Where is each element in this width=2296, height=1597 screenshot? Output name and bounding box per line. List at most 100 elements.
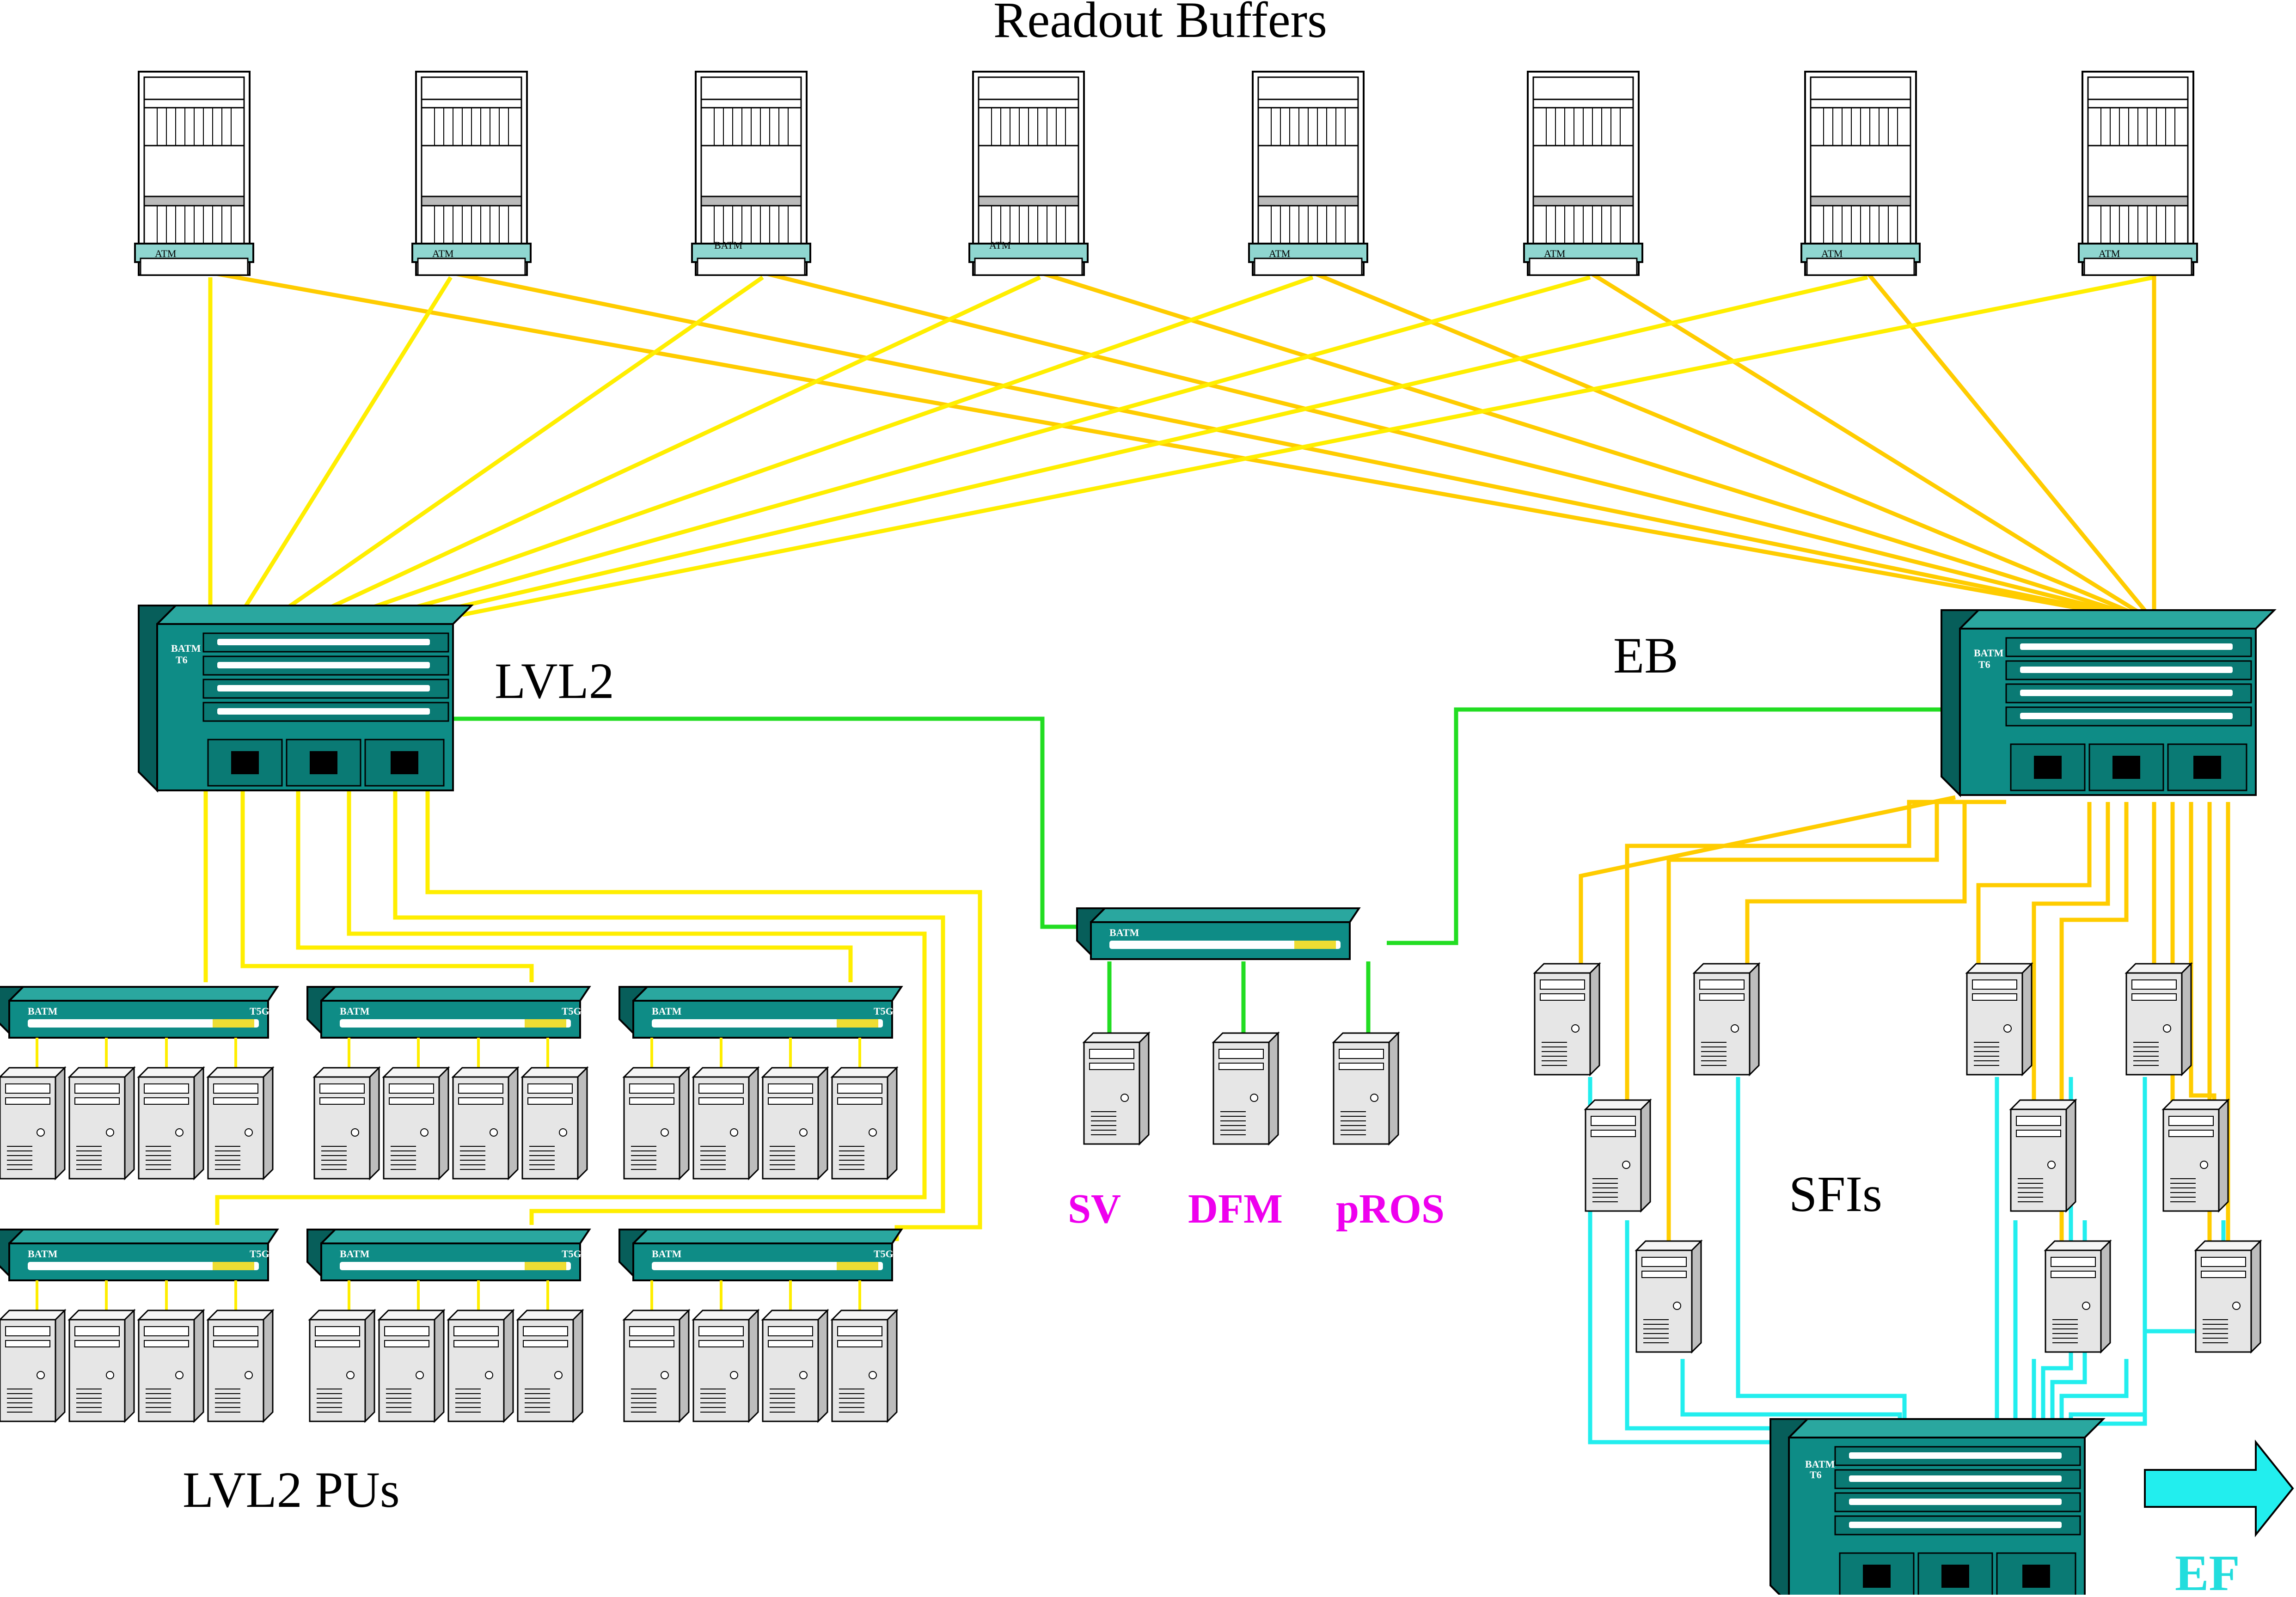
edge-switch-model: T5G	[562, 1005, 582, 1017]
pu-server	[623, 1067, 690, 1180]
atm-label: ATM	[155, 248, 176, 259]
pu-server	[207, 1067, 274, 1180]
edge-switch-model: T5G	[250, 1248, 269, 1260]
pu-server	[517, 1309, 583, 1422]
ef-label: EF	[2175, 1545, 2240, 1595]
pu-server	[447, 1309, 514, 1422]
atm-label: ATM	[1269, 248, 1290, 259]
dfm-server	[1212, 1032, 1279, 1145]
edge-switch-3[interactable]: BATM T5G	[618, 986, 902, 1039]
eb-switch-brand: BATM	[1974, 647, 2004, 659]
sfi-server	[1635, 1240, 1702, 1353]
sfi-server	[2010, 1099, 2076, 1212]
sfi-server	[1966, 963, 2033, 1076]
sfis-label: SFIs	[1789, 1166, 1882, 1222]
readout-buffer-6[interactable]: ATM	[1523, 71, 1643, 276]
control-links	[453, 707, 1951, 1042]
sfi-server	[1534, 963, 1600, 1076]
ef-switch[interactable]: BATM T6	[1769, 1418, 2104, 1597]
atm-label: ATM	[2099, 248, 2120, 259]
pu-server	[623, 1309, 690, 1422]
pu-server	[521, 1067, 588, 1180]
pu-server	[762, 1309, 828, 1422]
pu-server	[831, 1309, 898, 1422]
pu-server	[138, 1067, 204, 1180]
atm-label: ATM	[989, 239, 1010, 251]
sfi-server	[1585, 1099, 1651, 1212]
atm-label: ATM	[1544, 248, 1565, 259]
control-switch-model: T5G	[1364, 927, 1384, 938]
pu-server	[68, 1309, 135, 1422]
ef-switch-model: T6	[1810, 1469, 1822, 1481]
readout-buffer-5[interactable]: ATM	[1248, 71, 1368, 276]
lvl2-switch[interactable]: BATM T6	[138, 605, 472, 791]
readout-buffer-8[interactable]: ATM	[2078, 71, 2198, 276]
pu-server	[313, 1067, 380, 1180]
edge-switch-brand: BATM	[28, 1005, 58, 1017]
pu-server	[378, 1309, 445, 1422]
edge-switch-6[interactable]: BATM T5G	[618, 1229, 902, 1281]
pu-server	[138, 1309, 204, 1422]
control-switch[interactable]: BATM T5G	[1076, 907, 1384, 960]
edge-switch-brand: BATM	[652, 1248, 682, 1260]
sfi-server	[2045, 1240, 2111, 1353]
edge-switch-model: T5G	[250, 1005, 269, 1017]
pu-server	[831, 1067, 898, 1180]
eb-label: EB	[1613, 627, 1678, 684]
ef-switch-brand: BATM	[1805, 1458, 1835, 1470]
pu-server	[383, 1067, 449, 1180]
edge-switch-model: T5G	[874, 1248, 894, 1260]
readout-buffer-2[interactable]: ATM	[411, 71, 532, 276]
edge-switch-2[interactable]: BATM T5G	[306, 986, 590, 1039]
lvl2-label: LVL2	[495, 653, 614, 709]
edge-switch-brand: BATM	[28, 1248, 58, 1260]
dfm-label: DFM	[1188, 1186, 1283, 1232]
edge-switch-model: T5G	[562, 1248, 582, 1260]
readout-links	[208, 270, 2156, 624]
edge-switch-brand: BATM	[652, 1005, 682, 1017]
pros-server	[1333, 1032, 1399, 1145]
control-switch-brand: BATM	[1109, 927, 1139, 938]
readout-buffer-3[interactable]: BATM	[691, 71, 811, 276]
pu-server	[68, 1067, 135, 1180]
readout-buffers-title: Readout Buffers	[993, 0, 1327, 48]
atm-label: ATM	[1821, 248, 1843, 259]
ef-arrow-icon	[2144, 1439, 2294, 1537]
lvl2-switch-model: T6	[176, 654, 188, 666]
readout-buffers-row: ATM ATM BATM ATM ATM ATM ATM ATM	[134, 71, 2198, 276]
edge-switch-4[interactable]: BATM T5G	[0, 1229, 278, 1281]
readout-buffer-4[interactable]: ATM	[968, 71, 1089, 276]
edge-switch-brand: BATM	[340, 1005, 370, 1017]
atm-label: ATM	[432, 248, 453, 259]
sfi-server	[1693, 963, 1760, 1076]
batm-label: BATM	[714, 239, 742, 251]
pu-server	[762, 1067, 828, 1180]
edge-switch-brand: BATM	[340, 1248, 370, 1260]
eb-switch-model: T6	[1978, 659, 1990, 670]
pu-server	[207, 1309, 274, 1422]
eb-switch[interactable]: BATM T6	[1941, 609, 2275, 796]
edge-switch-1[interactable]: BATM T5G	[0, 986, 278, 1039]
edge-switch-model: T5G	[874, 1005, 894, 1017]
sfi-server	[2195, 1240, 2261, 1353]
sfi-server	[2162, 1099, 2229, 1212]
pros-label: pROS	[1336, 1186, 1445, 1232]
lvl2-pus-label: LVL2 PUs	[183, 1462, 400, 1518]
pu-server	[692, 1067, 759, 1180]
control-servers	[1083, 1032, 1399, 1145]
edge-switch-5[interactable]: BATM T5G	[306, 1229, 590, 1281]
sv-label: SV	[1068, 1186, 1121, 1232]
pu-server	[0, 1309, 66, 1422]
pu-server	[309, 1309, 375, 1422]
pu-server	[452, 1067, 519, 1180]
sfi-server	[2125, 963, 2192, 1076]
eb-sfi-links	[1579, 795, 2251, 1250]
sfi-servers	[1534, 963, 2261, 1353]
lvl2-switch-brand: BATM	[171, 642, 201, 654]
lvl2-links	[203, 790, 982, 1241]
readout-buffer-7[interactable]: ATM	[1800, 71, 1921, 276]
sv-server	[1083, 1032, 1150, 1145]
readout-buffer-1[interactable]: ATM	[134, 71, 254, 276]
